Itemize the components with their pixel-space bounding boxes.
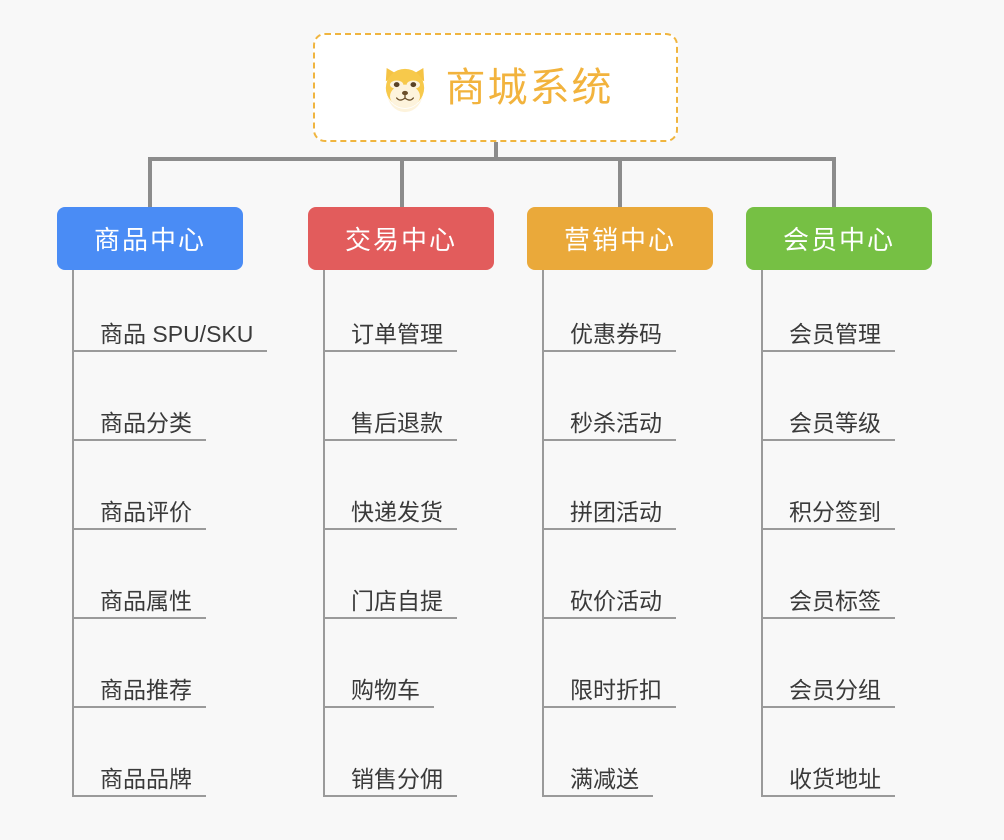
list-item[interactable]: 购物车 <box>325 619 494 708</box>
list-item[interactable]: 秒杀活动 <box>544 352 713 441</box>
leaf-underline <box>763 528 895 530</box>
list-item[interactable]: 积分签到 <box>763 441 932 530</box>
branch-body-member-center: 会员管理 会员等级 积分签到 会员标签 会员分组 收货地址 <box>761 270 932 797</box>
branch-header-marketing-center[interactable]: 营销中心 <box>527 207 713 270</box>
list-item[interactable]: 优惠券码 <box>544 270 713 352</box>
leaf-underline <box>74 617 206 619</box>
leaf-label: 限时折扣 <box>570 676 662 703</box>
leaf-label: 商品 SPU/SKU <box>100 320 254 347</box>
leaf-label: 收货地址 <box>789 765 881 792</box>
branch-header-label: 商品中心 <box>93 225 206 255</box>
leaf-label: 商品分类 <box>100 409 192 436</box>
leaf-label: 秒杀活动 <box>570 409 662 436</box>
leaf-label: 商品评价 <box>100 498 192 525</box>
leaf-label: 满减送 <box>570 765 639 792</box>
list-item[interactable]: 商品 SPU/SKU <box>74 270 268 352</box>
leaf-underline <box>325 528 457 530</box>
branch-header-label: 交易中心 <box>344 225 457 255</box>
leaf-label: 砍价活动 <box>570 587 662 614</box>
connector-drop-3 <box>618 157 622 207</box>
leaf-label: 会员标签 <box>789 587 881 614</box>
leaf-underline <box>325 795 457 797</box>
leaf-underline <box>763 350 895 352</box>
list-item[interactable]: 商品评价 <box>74 441 267 530</box>
list-item[interactable]: 商品分类 <box>74 352 267 441</box>
list-item[interactable]: 砍价活动 <box>544 530 713 619</box>
leaf-label: 商品推荐 <box>100 676 192 703</box>
branch-header-transaction-center[interactable]: 交易中心 <box>308 207 494 270</box>
list-item[interactable]: 快递发货 <box>325 441 494 530</box>
branch-header-product-center[interactable]: 商品中心 <box>57 207 243 270</box>
root-title: 商城系统 <box>445 65 614 110</box>
leaf-label: 积分签到 <box>789 498 881 525</box>
branch-body-transaction-center: 订单管理 售后退款 快递发货 门店自提 购物车 销售分佣 <box>323 270 494 797</box>
list-item[interactable]: 商品推荐 <box>74 619 267 708</box>
leaf-underline <box>74 795 206 797</box>
list-item[interactable]: 商品品牌 <box>74 708 267 797</box>
list-item[interactable]: 售后退款 <box>325 352 494 441</box>
leaf-label: 会员分组 <box>789 676 881 703</box>
list-item[interactable]: 拼团活动 <box>544 441 713 530</box>
branch-body-product-center: 商品 SPU/SKU 商品分类 商品评价 商品属性 商品推荐 商品品牌 <box>72 270 268 797</box>
leaf-underline <box>325 706 434 708</box>
leaf-label: 门店自提 <box>351 587 443 614</box>
leaf-underline <box>544 350 676 352</box>
list-item[interactable]: 商品属性 <box>74 530 267 619</box>
leaf-underline <box>325 439 457 441</box>
branch-transaction-center: 交易中心 订单管理 售后退款 快递发货 门店自提 购物车 <box>308 207 494 797</box>
branch-body-marketing-center: 优惠券码 秒杀活动 拼团活动 砍价活动 限时折扣 满减送 <box>542 270 713 797</box>
leaf-label: 会员管理 <box>789 320 881 347</box>
leaf-underline <box>74 350 268 352</box>
branch-member-center: 会员中心 会员管理 会员等级 积分签到 会员标签 会员分组 <box>746 207 932 797</box>
list-item[interactable]: 会员标签 <box>763 530 932 619</box>
list-item[interactable]: 门店自提 <box>325 530 494 619</box>
leaf-underline <box>325 617 457 619</box>
leaf-underline <box>74 706 206 708</box>
leaf-underline <box>763 706 895 708</box>
dog-face-icon <box>385 67 424 112</box>
list-item[interactable]: 会员等级 <box>763 352 932 441</box>
branch-header-label: 会员中心 <box>782 225 895 255</box>
leaf-underline <box>544 617 676 619</box>
leaf-label: 拼团活动 <box>570 498 662 525</box>
branch-header-label: 营销中心 <box>563 225 676 255</box>
connector-root-stem <box>494 142 498 160</box>
root-node[interactable]: 商城系统 <box>313 33 678 142</box>
leaf-underline <box>763 795 895 797</box>
list-item[interactable]: 满减送 <box>544 708 713 797</box>
branch-product-center: 商品中心 商品 SPU/SKU 商品分类 商品评价 商品属性 商品推荐 <box>57 207 268 797</box>
branch-header-member-center[interactable]: 会员中心 <box>746 207 932 270</box>
leaf-label: 商品属性 <box>100 587 192 614</box>
list-item[interactable]: 订单管理 <box>325 270 494 352</box>
leaf-underline <box>763 617 895 619</box>
leaf-label: 快递发货 <box>351 498 443 525</box>
leaf-label: 售后退款 <box>351 409 443 436</box>
list-item[interactable]: 会员分组 <box>763 619 932 708</box>
list-item[interactable]: 销售分佣 <box>325 708 494 797</box>
branch-marketing-center: 营销中心 优惠券码 秒杀活动 拼团活动 砍价活动 限时折扣 <box>527 207 713 797</box>
connector-horizontal-bus <box>148 157 836 161</box>
leaf-underline <box>325 350 457 352</box>
leaf-underline <box>544 439 676 441</box>
leaf-underline <box>544 528 676 530</box>
list-item[interactable]: 会员管理 <box>763 270 932 352</box>
leaf-label: 会员等级 <box>789 409 881 436</box>
leaf-underline <box>544 795 653 797</box>
leaf-underline <box>763 439 895 441</box>
connector-drop-2 <box>400 157 404 207</box>
connector-drop-1 <box>148 157 152 207</box>
leaf-label: 商品品牌 <box>100 765 192 792</box>
leaf-label: 订单管理 <box>351 320 443 347</box>
list-item[interactable]: 收货地址 <box>763 708 932 797</box>
leaf-label: 购物车 <box>351 676 420 703</box>
leaf-underline <box>74 528 206 530</box>
list-item[interactable]: 限时折扣 <box>544 619 713 708</box>
leaf-label: 销售分佣 <box>351 765 443 792</box>
leaf-label: 优惠券码 <box>570 320 662 347</box>
connector-drop-4 <box>832 157 836 207</box>
leaf-underline <box>74 439 206 441</box>
leaf-underline <box>544 706 676 708</box>
